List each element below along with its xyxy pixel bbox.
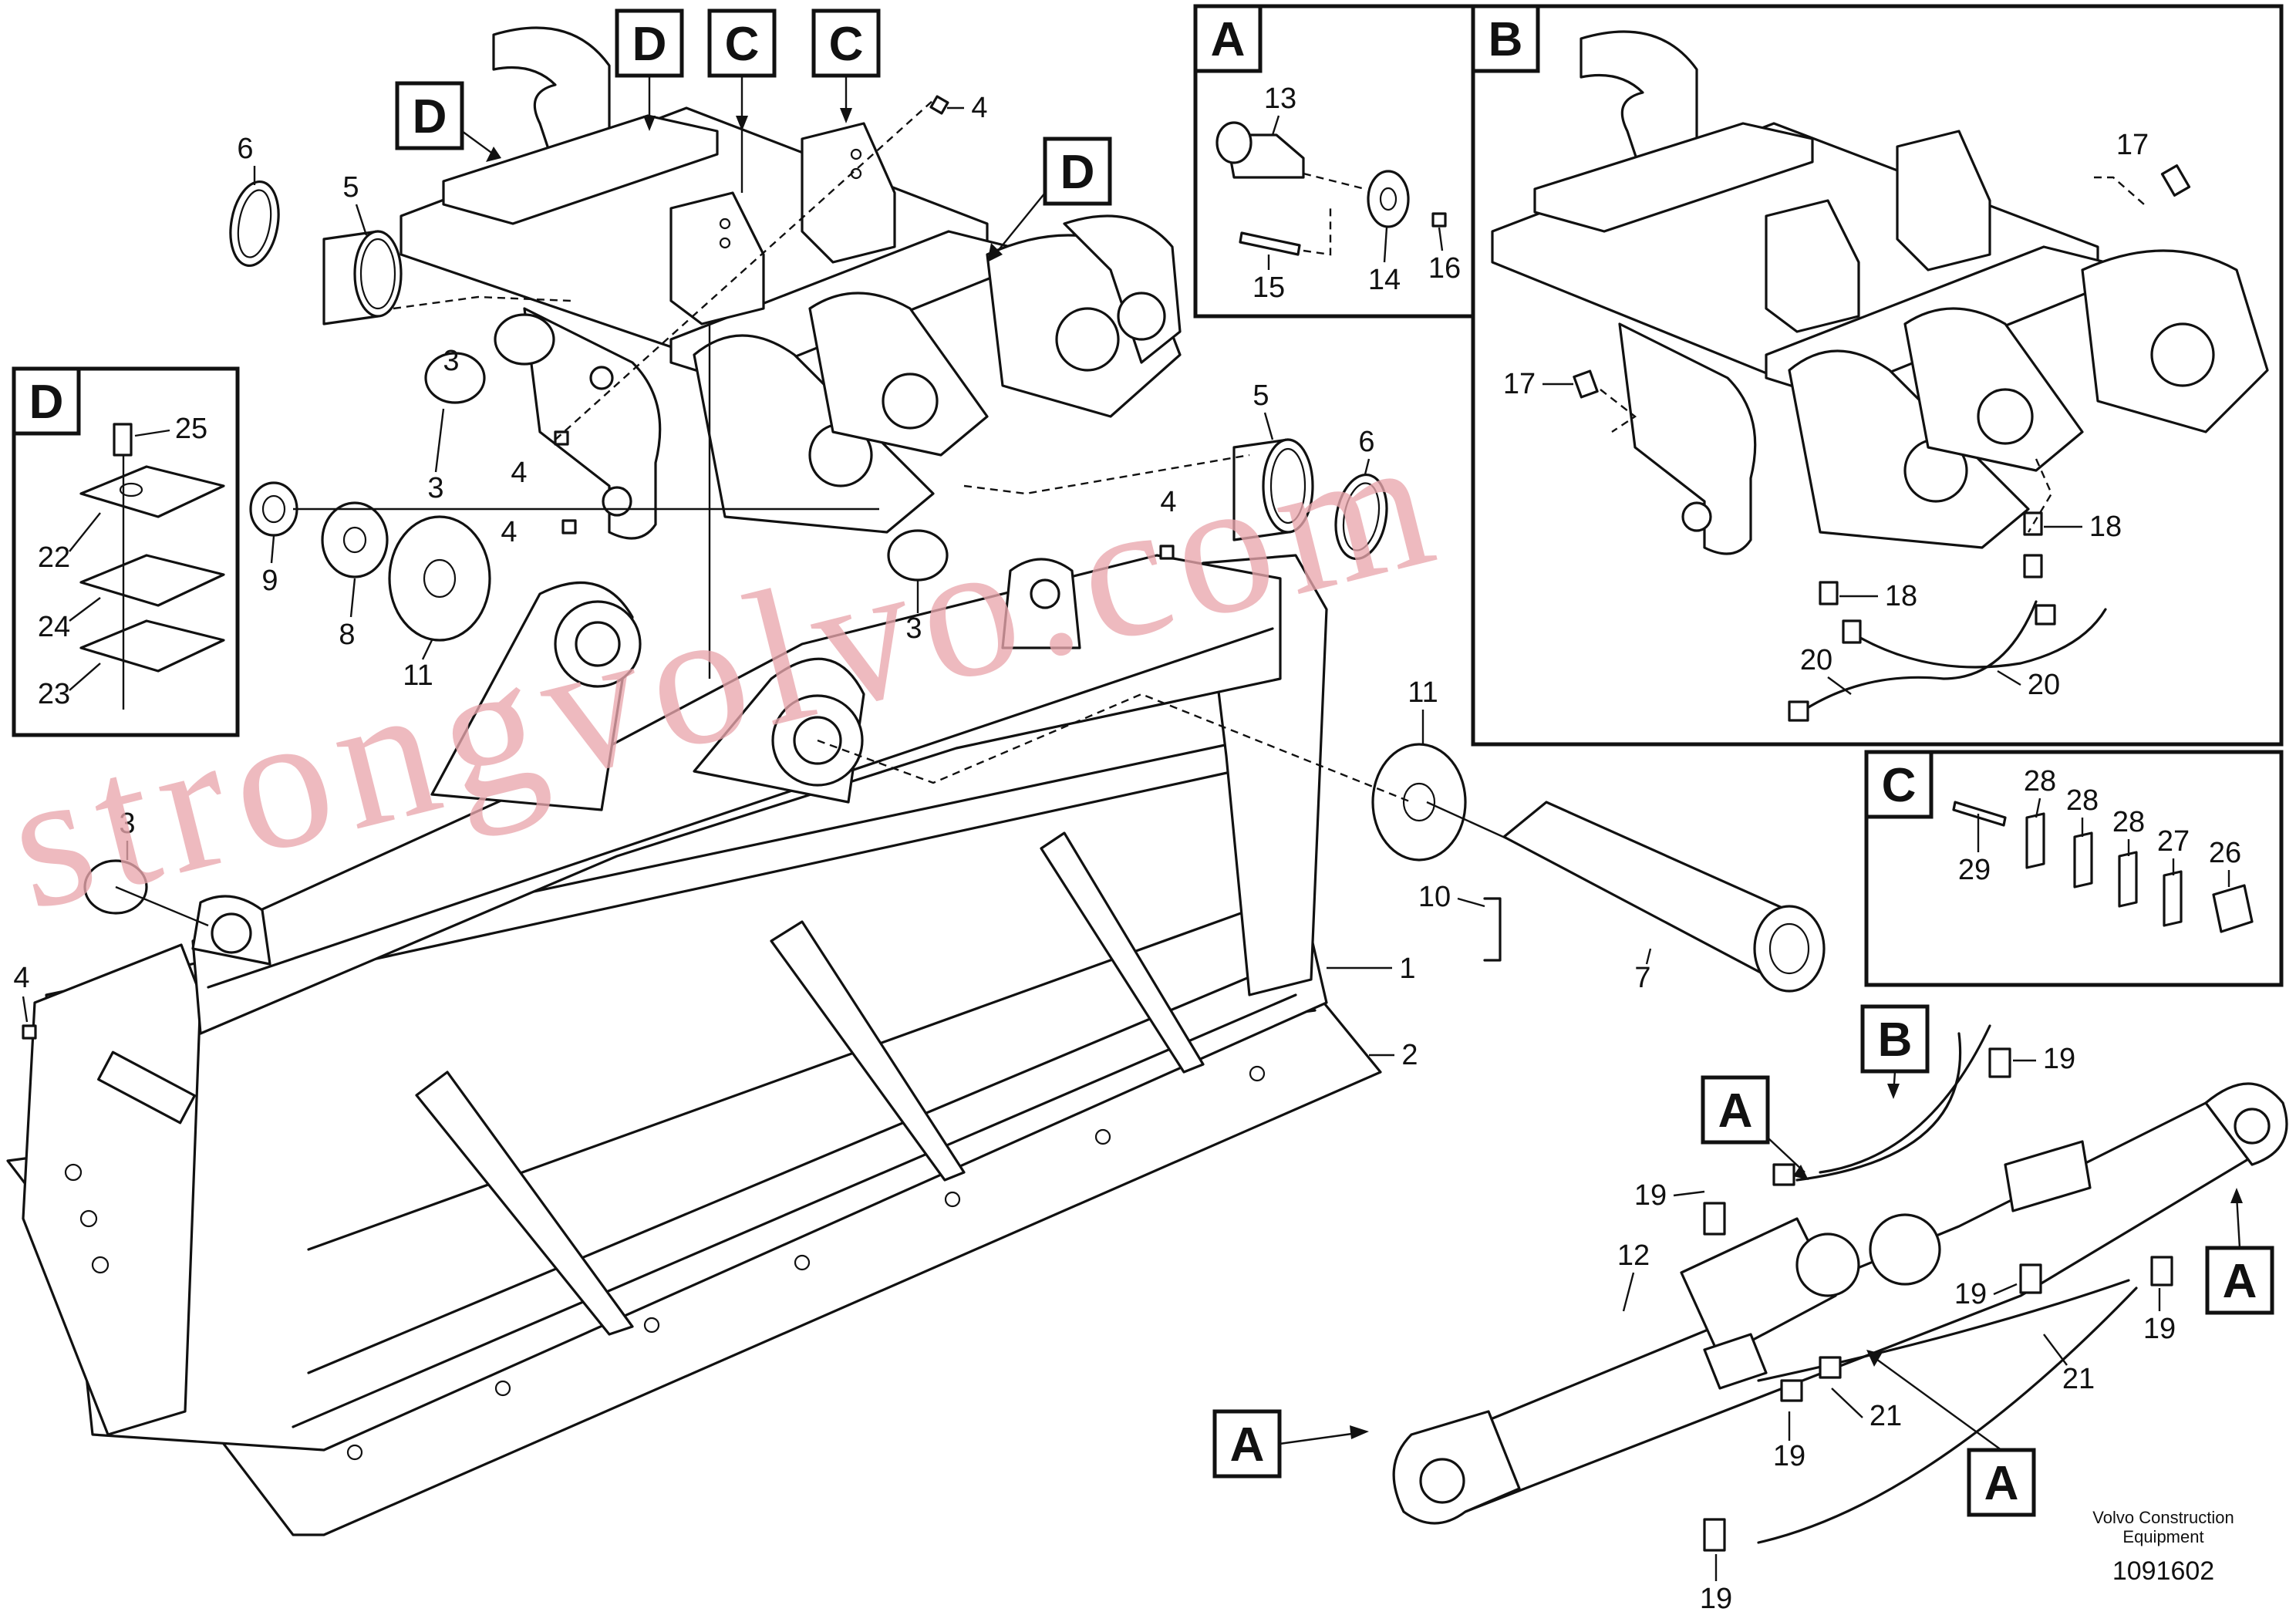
callout-17: 17 (1503, 368, 1536, 400)
reference-pointers (461, 76, 2243, 1451)
callout-29: 29 (1958, 854, 1991, 886)
callout-3: 3 (905, 612, 922, 645)
callout-18: 18 (2089, 511, 2122, 543)
callout-3: 3 (443, 345, 459, 377)
callout-6: 6 (1358, 426, 1374, 458)
brand-line-1: Volvo Construction (2092, 1508, 2234, 1527)
detail-d-label: D (29, 376, 64, 429)
assembly-lines (115, 99, 1512, 927)
callout-17: 17 (2116, 129, 2149, 161)
callout-6: 6 (237, 133, 253, 165)
callout-19: 19 (2043, 1043, 2075, 1075)
callout-23: 23 (38, 678, 70, 710)
callout-3: 3 (119, 808, 135, 840)
callout-11: 11 (403, 659, 433, 692)
callout-16: 16 (1428, 252, 1461, 285)
callout-25: 25 (175, 413, 207, 445)
callout-20: 20 (1800, 644, 1832, 676)
callout-14: 14 (1368, 264, 1401, 296)
edge-bolt-holes (346, 1065, 1266, 1461)
callout-13: 13 (1264, 83, 1296, 115)
callout-15: 15 (1253, 271, 1285, 304)
ref-label-a-2: A (2223, 1255, 2257, 1308)
callout-8: 8 (339, 619, 355, 651)
callout-7: 7 (1634, 962, 1650, 994)
hydraulic-cylinder (1392, 1024, 2288, 1552)
ref-label-d-3: D (1060, 146, 1095, 199)
detail-b-label: B (1489, 13, 1523, 66)
callout-4: 4 (1160, 486, 1176, 518)
ref-label-c-1: C (725, 18, 760, 71)
bucket-assembly (6, 554, 1382, 1536)
detail-panel-a: A (1193, 4, 1475, 319)
callout-1: 1 (1399, 953, 1415, 985)
callout-10: 10 (1418, 881, 1451, 913)
ref-label-a-4: A (1984, 1457, 2019, 1510)
callout-2: 2 (1401, 1039, 1418, 1071)
ref-label-c-2: C (829, 18, 864, 71)
detail-a-label: A (1211, 13, 1246, 66)
callout-27: 27 (2157, 825, 2190, 858)
callout-21: 21 (1870, 1400, 1902, 1432)
callout-28: 28 (2066, 784, 2099, 817)
callout-28: 28 (2112, 806, 2145, 838)
callout-4: 4 (511, 457, 527, 489)
callout-3: 3 (427, 472, 443, 504)
callout-4: 4 (13, 962, 29, 994)
footer: Volvo Construction Equipment 1091602 (2092, 1508, 2234, 1586)
brand-line-2: Equipment (2122, 1527, 2203, 1546)
callout-28: 28 (2024, 765, 2056, 798)
detail-panel-c: C (1864, 750, 2284, 987)
callout-18: 18 (1885, 580, 1917, 612)
ref-label-d-2: D (632, 18, 667, 71)
callout-19: 19 (1773, 1440, 1805, 1472)
callout-4: 4 (501, 516, 517, 548)
ref-label-b: B (1878, 1013, 1913, 1067)
callout-5: 5 (342, 171, 359, 204)
callout-24: 24 (38, 611, 70, 643)
callout-22: 22 (38, 541, 70, 574)
callout-19: 19 (1634, 1179, 1667, 1212)
callout-19: 19 (2143, 1313, 2176, 1345)
callout-9: 9 (261, 565, 278, 597)
callout-26: 26 (2209, 837, 2241, 869)
callout-19: 19 (1954, 1278, 1987, 1310)
detail-panel-d: D (12, 366, 240, 737)
callout-4: 4 (971, 92, 987, 124)
callout-5: 5 (1253, 379, 1269, 412)
callout-labels: 6 5 4 3 3 4 4 9 8 11 5 6 4 3 11 10 7 1 2… (13, 83, 2241, 1615)
quick-coupler (400, 26, 1182, 540)
callout-20: 20 (2028, 669, 2060, 701)
callout-21: 21 (2062, 1363, 2095, 1395)
callout-11: 11 (1408, 676, 1438, 709)
ref-label-a-1: A (1718, 1084, 1753, 1138)
ref-label-d-1: D (413, 90, 447, 143)
loose-parts (22, 95, 1826, 1040)
detail-panel-b: B (1471, 4, 2284, 747)
detail-c-label: C (1882, 759, 1917, 812)
ref-label-a-3: A (1230, 1418, 1265, 1472)
part-number: 1091602 (2112, 1556, 2214, 1586)
callout-19: 19 (1700, 1583, 1732, 1615)
callout-12: 12 (1617, 1239, 1650, 1272)
